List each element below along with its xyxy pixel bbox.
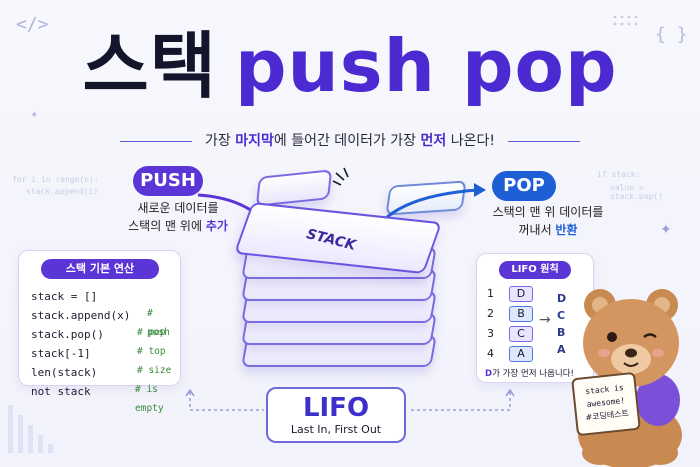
stack-item-box: C (509, 326, 533, 342)
pop-badge: POP (492, 171, 556, 201)
pop-description: 스택의 맨 위 데이터를 꺼내서 반환 (492, 205, 604, 237)
motion-lines-icon (332, 167, 349, 186)
sparkle-icon-small: ✦ (30, 110, 39, 121)
lifo-note: D가 가장 먼저 나옵니다! (485, 369, 574, 379)
bg-code-left-2: stack.append(i) (26, 187, 99, 196)
arrow-right-icon: → (539, 312, 551, 328)
code-row: stack.append(x)# push (31, 308, 170, 338)
lifo-principle-title: LIFO 원칙 (499, 261, 571, 279)
bg-code-right-1: if stack: (597, 170, 641, 179)
title-english: push pop (234, 24, 618, 108)
code-row: stack.pop()# pop (31, 327, 166, 341)
code-tag-icon: </> (16, 14, 49, 35)
title-korean: 스택 (82, 24, 217, 108)
code-row: len(stack)# size (31, 365, 172, 379)
bar-chart-deco-icon (8, 405, 53, 453)
bg-code-right-2: value = stack.pop() (610, 183, 663, 201)
lifo-box: LIFO Last In, First Out (266, 387, 406, 443)
code-row: stack = [] (31, 290, 98, 303)
basics-code-list: stack = [] stack.append(x)# push stack.p… (31, 285, 177, 414)
bg-code-left-1: for i in range(n): (12, 175, 99, 184)
lifo-subtitle: Last In, First Out (290, 423, 382, 436)
basics-card: 스택 기본 연산 stack = [] stack.append(x)# pus… (18, 250, 181, 414)
subtitle-line-left (120, 141, 192, 142)
push-badge: PUSH (133, 166, 203, 196)
basics-card-title: 스택 기본 연산 (41, 259, 159, 279)
code-row: stack[-1]# top (31, 346, 166, 360)
lifo-input-stack: D B C A (509, 286, 533, 362)
dashed-connector (185, 388, 515, 411)
sparkle-icon: ✦ (660, 222, 672, 238)
bear-sign: stack is awesome! #코딩테스트 (571, 371, 641, 437)
code-row: not stack# is empty (31, 384, 164, 414)
push-description: 새로운 데이터를 스택의 맨 위에 추가 (128, 201, 228, 233)
lifo-title: LIFO (302, 393, 370, 423)
stack-item-box: A (509, 346, 533, 362)
subtitle: 가장 마지막에 들어간 데이터가 가장 먼저 나온다! (205, 133, 495, 149)
stack-item-box: D (509, 286, 533, 302)
dots-pattern-icon (613, 15, 638, 26)
braces-icon: { } (655, 24, 688, 45)
subtitle-line-right (508, 141, 580, 142)
stack-item-box: B (509, 306, 533, 322)
